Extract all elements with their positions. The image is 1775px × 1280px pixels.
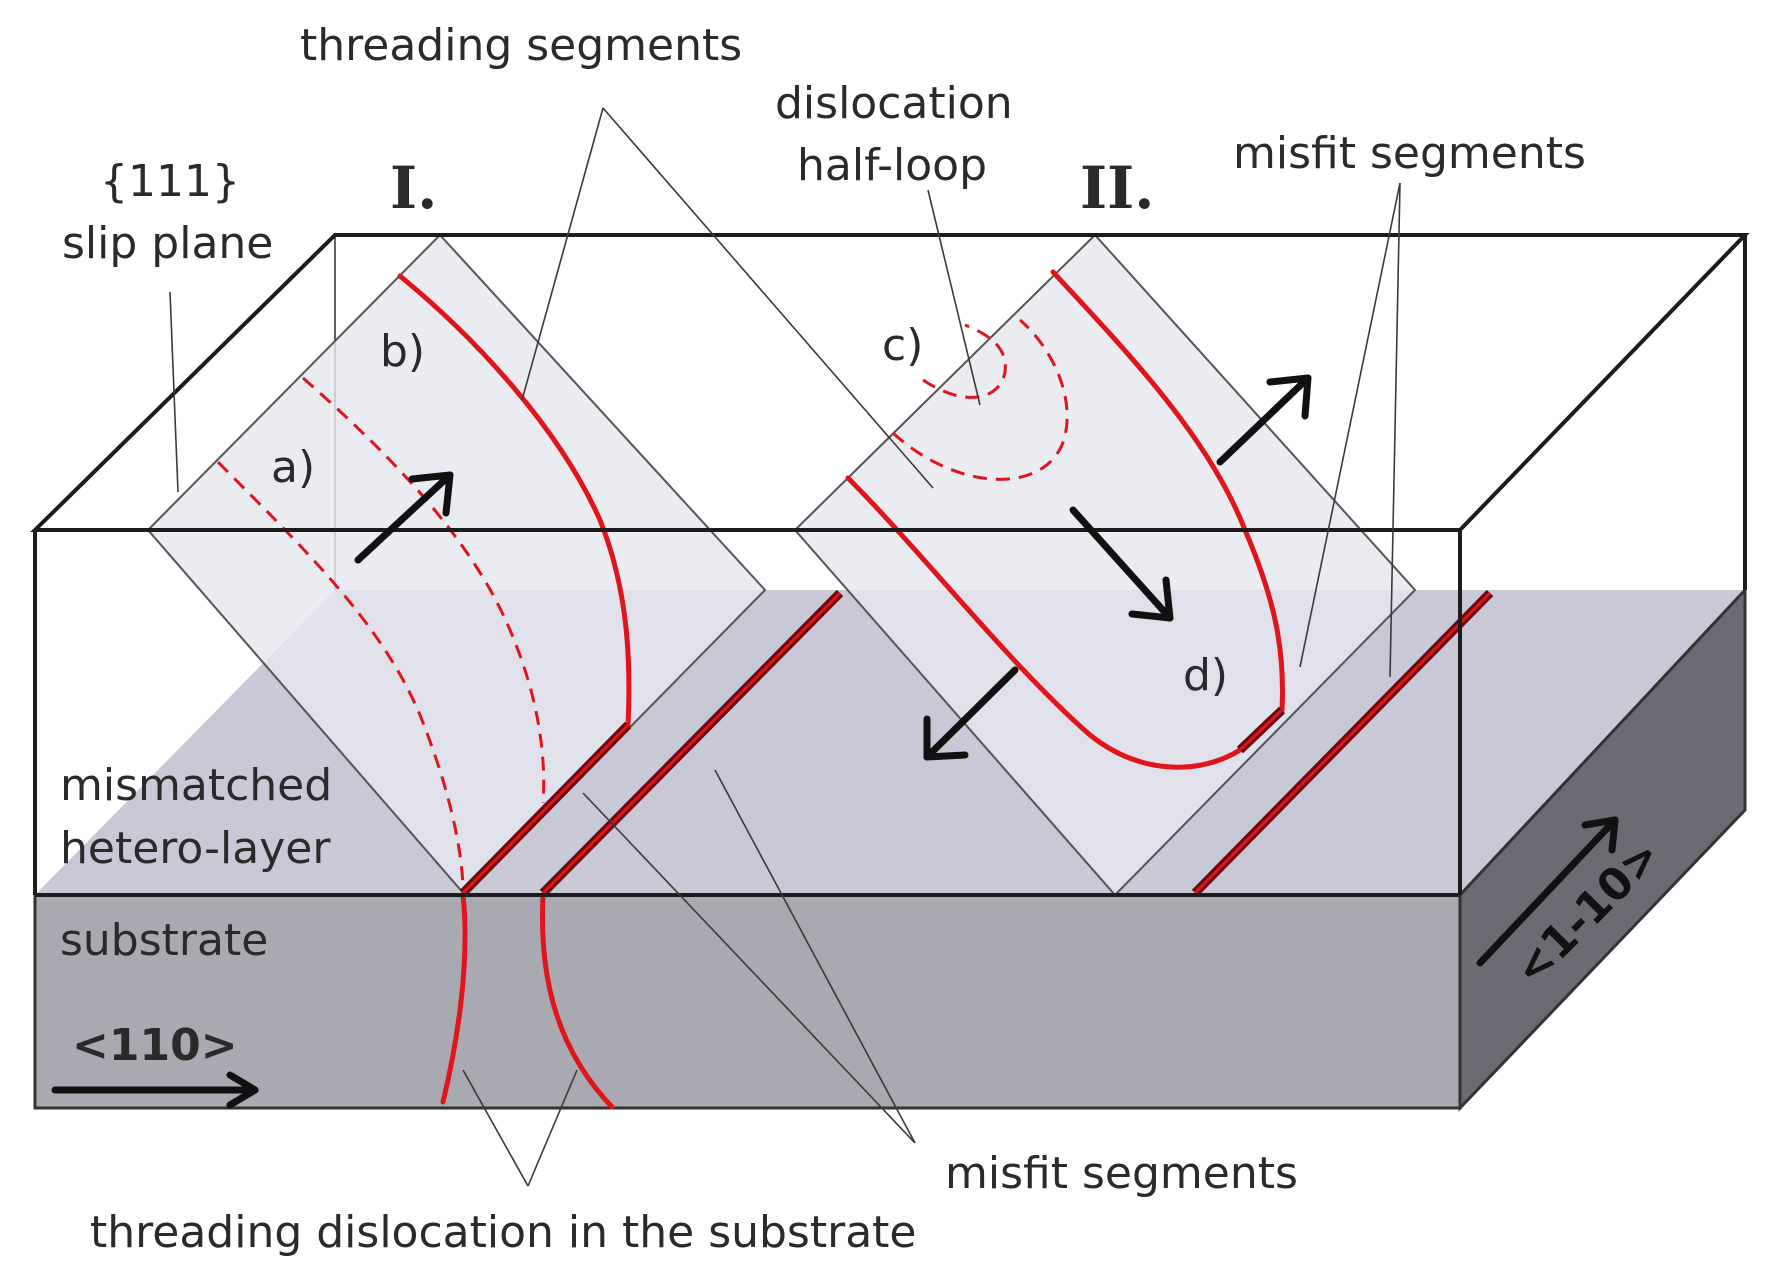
roman-numeral-II: II. xyxy=(1080,154,1154,222)
direction-arrow-110 xyxy=(51,1071,259,1109)
label-c: c) xyxy=(882,320,923,371)
leader-misfit-bottom-1 xyxy=(714,769,916,1144)
dislocation-label: dislocation xyxy=(775,78,1013,129)
half-loop-inner xyxy=(922,323,1007,399)
slip-plane-label: slip plane xyxy=(62,218,273,269)
leader-threading-1 xyxy=(521,107,604,401)
misfit-segment-II-left-core xyxy=(1238,708,1284,752)
misfit-segments-top-label: misfit segments xyxy=(1233,128,1586,179)
roman-numeral-I: I. xyxy=(390,154,437,222)
leader-half-loop xyxy=(927,189,981,406)
dislocation-a-inner xyxy=(302,376,546,804)
hetero-layer-label: hetero-layer xyxy=(60,823,331,874)
leader-threading-2 xyxy=(602,107,934,489)
leader-slip-plane xyxy=(169,291,179,493)
leader-misfit-top-2 xyxy=(1389,182,1401,678)
leader-substrate-1 xyxy=(462,1069,529,1187)
substrate-side-face xyxy=(1458,586,1747,1112)
label-d: d) xyxy=(1183,650,1228,701)
glide-arrow-II-down-left xyxy=(923,666,1019,761)
misfit-segment-I-right-core xyxy=(541,591,842,895)
label-b: b) xyxy=(380,326,425,377)
leader-substrate-2 xyxy=(527,1069,578,1187)
substrate-label: substrate xyxy=(60,915,268,966)
substrate-threading-left xyxy=(440,892,468,1105)
glide-arrow-II-up xyxy=(1216,374,1312,466)
misfit-segment-II-right-core xyxy=(1193,591,1492,895)
direction-arrow-1-10 xyxy=(1476,816,1619,967)
glide-arrow-I xyxy=(354,471,454,564)
dislocation-d-arm xyxy=(1050,269,1285,713)
slip-plane-hkl-label: {111} xyxy=(100,156,240,207)
mismatched-label: mismatched xyxy=(60,760,332,811)
dislocation-d-loop xyxy=(845,475,1243,770)
misfit-segments-bottom-label: misfit segments xyxy=(945,1148,1298,1199)
label-a: a) xyxy=(271,442,315,493)
half-loop-label: half-loop xyxy=(797,140,987,191)
leader-misfit-top-1 xyxy=(1299,182,1401,668)
glide-arrow-II-down-right xyxy=(1069,506,1174,622)
threading-substrate-label: threading dislocation in the substrate xyxy=(90,1207,916,1258)
substrate-threading-right xyxy=(539,892,615,1110)
threading-segments-label: threading segments xyxy=(300,20,742,71)
half-loop-outer xyxy=(891,318,1069,481)
dislocation-b xyxy=(397,273,632,728)
leader-misfit-bottom-2 xyxy=(582,792,916,1144)
direction-110-label: <110> xyxy=(72,1020,238,1071)
misfit-segment-I-left-core xyxy=(461,723,630,895)
